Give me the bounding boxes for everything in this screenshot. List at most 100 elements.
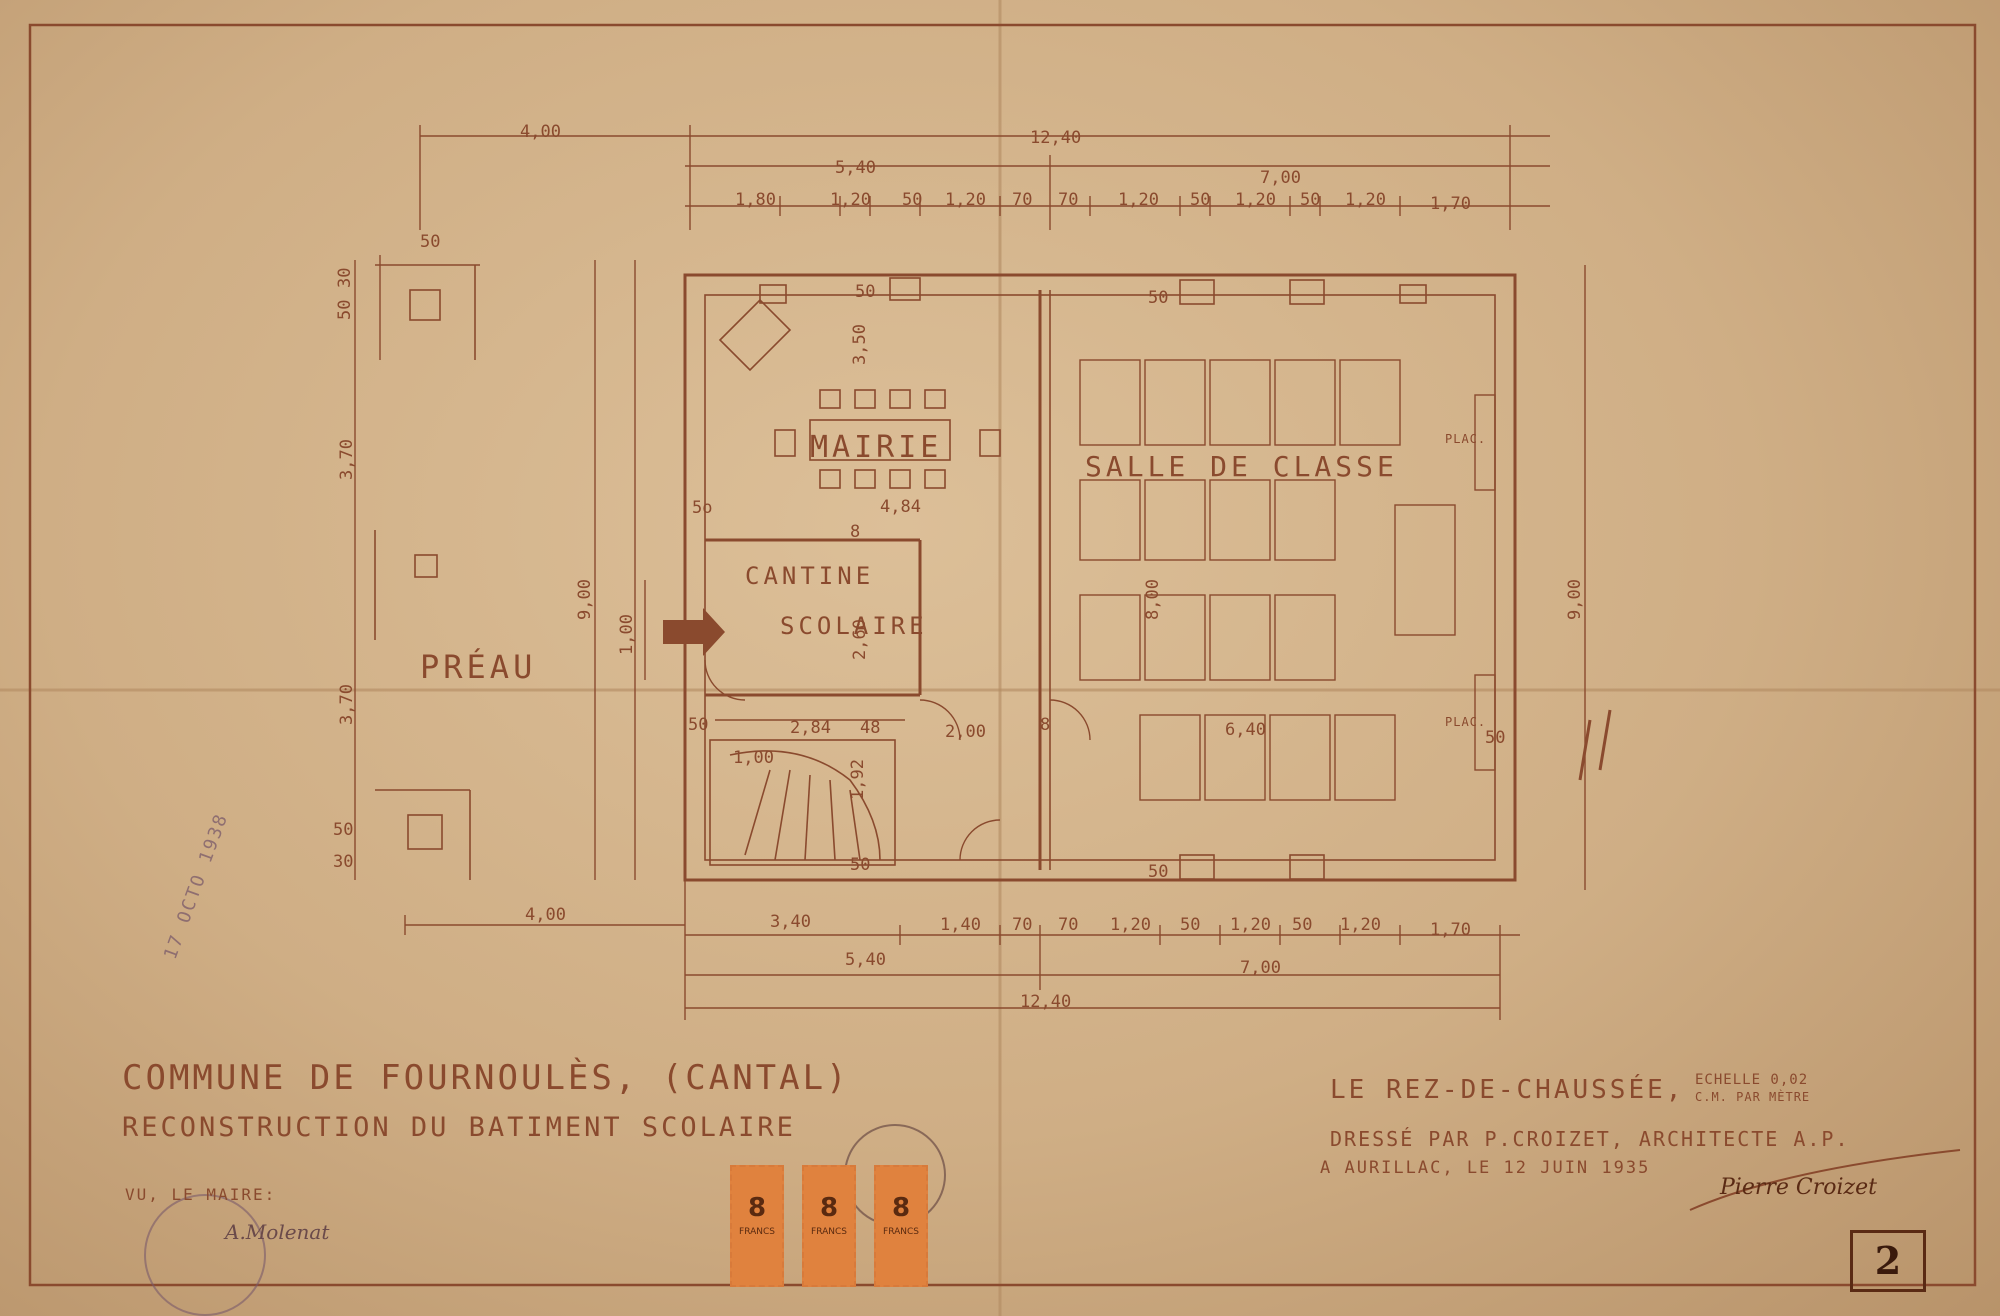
dim-corr-b: 48 (860, 718, 881, 738)
dim-wall-b: 50 (855, 282, 876, 302)
dim-seg-7: 1,20 (1118, 190, 1159, 210)
dim-top-right-part: 7,00 (1260, 168, 1301, 188)
dim-bot-seg-6: 50 (1180, 915, 1201, 935)
pillar-top (409, 289, 441, 321)
dim-preau-lower: 3,70 (337, 684, 357, 725)
dim-classroom-depth: 8,00 (1143, 579, 1163, 620)
bottom-dimension-lines (404, 880, 1520, 1020)
stamp-2-value: 8 (819, 1193, 839, 1223)
pillar-middle (414, 554, 438, 578)
dim-wall-a: 50 (688, 715, 709, 735)
dim-mairie-depth: 3,50 (850, 324, 870, 365)
entrance-arrow (663, 608, 725, 656)
dim-seg-10: 50 (1300, 190, 1321, 210)
dim-bot-seg-3: 70 (1012, 915, 1033, 935)
commune-title: COMMUNE DE FOURNOULÈS, (CANTAL) (122, 1058, 850, 1098)
fiscal-stamp-3: 8 FRANCS (874, 1165, 928, 1287)
dim-bot-seg-10: 1,70 (1430, 920, 1471, 940)
dim-seg-9: 1,20 (1235, 190, 1276, 210)
vertical-dimension-lines (354, 255, 1586, 890)
dim-bottom-right-part: 7,00 (1240, 958, 1281, 978)
mayor-signature: A.Molenat (225, 1220, 330, 1244)
place-date: A AURILLAC, LE 12 JUIN 1935 (1320, 1158, 1651, 1178)
wall-chimneys (759, 277, 1427, 880)
plan-title: LE REZ-DE-CHAUSSÉE, (1330, 1075, 1685, 1105)
dim-bot-seg-8: 50 (1292, 915, 1313, 935)
dim-wall-d: 8 (1040, 715, 1051, 735)
dim-pillar: 50 (420, 232, 441, 252)
top-dimension-lines (419, 125, 1550, 230)
classroom-desks (1079, 359, 1496, 801)
dim-bot-seg-7: 1,20 (1230, 915, 1271, 935)
dim-top-left-total: 4,00 (520, 122, 561, 142)
dim-right-height: 9,00 (1565, 579, 1585, 620)
dim-corr-a: 2,84 (790, 718, 831, 738)
scale-unit: C.M. PAR MÈTRE (1695, 1090, 1811, 1104)
room-label-mairie: MAIRIE (810, 430, 943, 465)
dim-pillar-top-b: 50 (335, 299, 355, 320)
dim-seg-5: 70 (1012, 190, 1033, 210)
dim-bot-seg-4: 70 (1058, 915, 1079, 935)
pillar-bottom (407, 814, 443, 850)
room-label-salle-de-classe: SALLE DE CLASSE (1085, 450, 1398, 483)
dim-mairie-width: 4,84 (880, 497, 921, 517)
dim-wall-f: 50 (1148, 288, 1169, 308)
dim-wall-g: 50 (1148, 862, 1169, 882)
dim-stair-l: 1,92 (848, 759, 868, 800)
dim-seg-3: 50 (902, 190, 923, 210)
fiscal-stamp-2: 8 FRANCS (802, 1165, 856, 1287)
stamp-3-value: 8 (891, 1193, 911, 1223)
dim-classroom-width: 6,40 (1225, 720, 1266, 740)
mayor-approval: VU, LE MAIRE: (125, 1185, 277, 1204)
preau-area (374, 264, 480, 880)
dim-corr-c: 2,00 (945, 722, 986, 742)
dim-seg-2: 1,20 (830, 190, 871, 210)
stamp-1-label: FRANCS (739, 1227, 775, 1237)
dim-pillar-bot-b: 30 (333, 852, 354, 872)
dim-seg-6: 70 (1058, 190, 1079, 210)
project-title: RECONSTRUCTION DU BATIMENT SCOLAIRE (122, 1112, 796, 1143)
received-seal (144, 1194, 266, 1316)
dim-bot-seg-1: 3,40 (770, 912, 811, 932)
dim-seg-4: 1,20 (945, 190, 986, 210)
dim-top-total: 12,40 (1030, 128, 1082, 148)
dim-bottom-total: 12,40 (1020, 992, 1072, 1012)
architect-signature: Pierre Croizet (1720, 1175, 1877, 1200)
fiscal-stamp-1: 8 FRANCS (730, 1165, 784, 1287)
dim-wall-c: 8 (850, 522, 861, 542)
room-label-placard-top: PLAC. (1445, 432, 1487, 446)
dim-bot-seg-2: 1,40 (940, 915, 981, 935)
dim-seg-8: 50 (1190, 190, 1211, 210)
stamp-1-value: 8 (747, 1193, 767, 1223)
stamp-3-label: FRANCS (883, 1227, 919, 1237)
dim-top-left-part: 5,40 (835, 158, 876, 178)
staircase (709, 739, 896, 866)
sheet-border (28, 23, 1977, 1287)
stamp-2-label: FRANCS (811, 1227, 847, 1237)
dim-wall-e: 5o (692, 498, 713, 518)
dim-left-height: 9,00 (575, 579, 595, 620)
dim-preau-upper: 3,70 (337, 439, 357, 480)
dim-wall-h: 50 (1485, 728, 1506, 748)
signature-underline (1689, 1149, 1961, 1211)
dim-bot-seg-9: 1,20 (1340, 915, 1381, 935)
room-label-placard-bottom: PLAC. (1445, 715, 1487, 729)
dim-bottom-left-total: 4,00 (525, 905, 566, 925)
dim-stair-w: 1,00 (733, 748, 774, 768)
dim-door-height: 1,00 (617, 614, 637, 655)
mairie-furniture (718, 298, 1001, 489)
room-label-preau: PRÉAU (420, 648, 537, 686)
dim-seg-1: 1,80 (735, 190, 776, 210)
building-walls (683, 273, 1517, 882)
dim-pillar-top-a: 30 (335, 267, 355, 288)
dim-bot-seg-5: 1,20 (1110, 915, 1151, 935)
sheet-number: 2 (1850, 1230, 1926, 1292)
drawn-by: DRESSÉ PAR P.CROIZET, ARCHITECTE A.P. (1330, 1127, 1850, 1151)
dim-seg-12: 1,70 (1430, 194, 1471, 214)
scale-label: ECHELLE 0,02 (1695, 1072, 1809, 1088)
dim-wall-i: 50 (850, 855, 871, 875)
margin-mark-drawing (1578, 709, 1612, 781)
dim-pillar-bot-a: 50 (333, 820, 354, 840)
